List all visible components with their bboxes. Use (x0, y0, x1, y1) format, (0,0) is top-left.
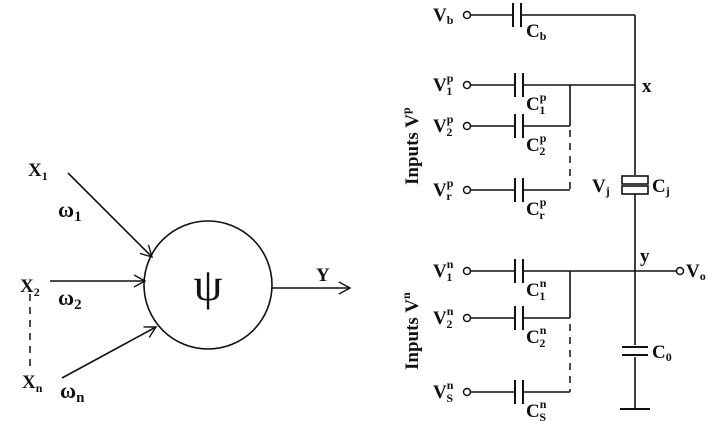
input-arrow-n (61, 326, 158, 379)
output-voltage-label: Vo (686, 261, 706, 283)
bias-capacitor-label: Cb (526, 21, 547, 43)
junction-capacitor-label: Cj (652, 176, 670, 198)
svg-text:Vn1: Vn1 (433, 257, 454, 284)
svg-text:Cn2: Cn2 (526, 323, 547, 350)
svg-text:Cp1: Cp1 (526, 90, 547, 117)
input-arrow-1 (67, 172, 154, 259)
n-group-label: Inputs Vn (399, 292, 423, 370)
svg-text:Cn1: Cn1 (526, 276, 547, 303)
input-label-2: X2 (20, 276, 40, 299)
junction-capacitor (621, 175, 649, 185)
weight-label-2: ω2 (58, 285, 82, 313)
svg-text:Vp1: Vp1 (433, 71, 454, 98)
neuron-model: ψ X1 ω1 X2 ω2 Xn ωn Y (20, 160, 352, 406)
weight-label-n: ωn (60, 378, 85, 406)
node-x-label: x (642, 76, 652, 97)
bias-voltage-label: Vb (433, 5, 454, 27)
output-label: Y (316, 265, 330, 286)
load-capacitor-label: C0 (652, 342, 672, 364)
node-y-label: y (640, 246, 650, 267)
svg-text:Cpr: Cpr (526, 195, 547, 222)
svg-text:Vpr: Vpr (433, 176, 454, 203)
p-group-label: Inputs Vp (399, 107, 423, 185)
svg-text:Vp2: Vp2 (433, 112, 454, 139)
junction-voltage-label: Vj (592, 176, 610, 198)
bias-terminal (462, 10, 472, 20)
weight-label-1: ω1 (58, 197, 82, 225)
input-label-1: X1 (28, 160, 48, 183)
svg-text:Vn2: Vn2 (433, 304, 454, 331)
activation-symbol: ψ (194, 259, 223, 310)
svg-text:Cp2: Cp2 (526, 131, 547, 158)
svg-text:VnS: VnS (433, 378, 454, 405)
output-terminal (675, 266, 685, 276)
input-label-n: Xn (22, 372, 43, 395)
svg-text:CnS: CnS (526, 397, 547, 421)
